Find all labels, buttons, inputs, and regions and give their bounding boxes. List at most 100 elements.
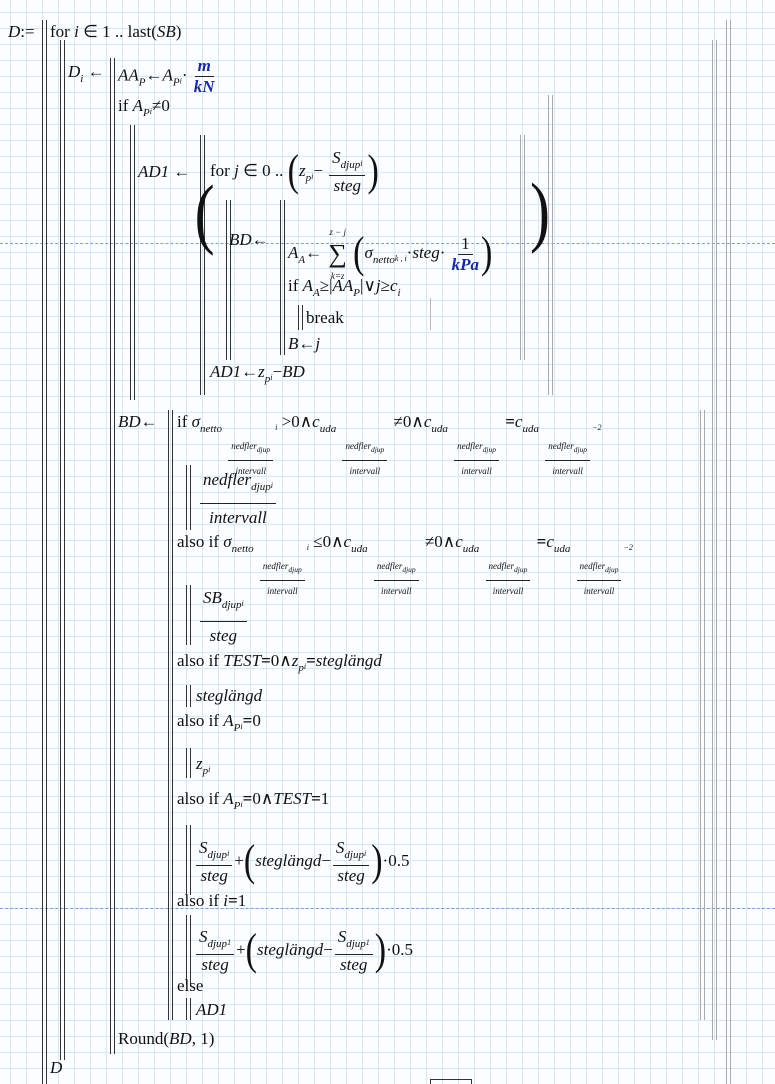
var: steg bbox=[412, 242, 440, 262]
var: z bbox=[196, 754, 203, 773]
op: · bbox=[181, 65, 188, 85]
var: AD1 bbox=[138, 162, 170, 181]
num: 0.5 bbox=[391, 939, 413, 959]
var: i bbox=[223, 891, 229, 910]
sub: −2 bbox=[623, 543, 633, 552]
case4-result[interactable]: zpi bbox=[196, 754, 210, 781]
AD1-assign[interactable]: AD1 ← ( bbox=[138, 162, 215, 252]
definition-D[interactable]: D:= bbox=[8, 22, 35, 42]
op: .. bbox=[274, 160, 284, 180]
var: nedfler bbox=[488, 561, 515, 571]
var: steg bbox=[340, 955, 368, 974]
AD1-result[interactable]: AD1←zpi−BD bbox=[210, 362, 305, 389]
round-line[interactable]: Round(BD, 1) bbox=[118, 1029, 215, 1048]
region-edge bbox=[726, 20, 731, 1084]
kw: for bbox=[210, 160, 230, 180]
sub: P bbox=[233, 722, 241, 734]
var: SB bbox=[203, 588, 222, 607]
kw: also if bbox=[177, 711, 220, 730]
unit: kPa bbox=[451, 254, 480, 274]
program-bar-loop bbox=[60, 40, 65, 1060]
var: j bbox=[375, 276, 381, 295]
sub: i bbox=[360, 159, 363, 168]
sub: P bbox=[353, 287, 361, 299]
var: j bbox=[343, 227, 346, 237]
if-AP-line[interactable]: if APi≠0 bbox=[118, 96, 170, 123]
if-AA-line[interactable]: if AA≥|AAP|∨j≥ci bbox=[288, 276, 401, 303]
num: 0 bbox=[270, 651, 280, 670]
also-if-i-eq-1-line[interactable]: also if i=1 bbox=[177, 891, 246, 911]
op: ≥ bbox=[319, 276, 330, 295]
op: ∧ bbox=[411, 412, 424, 431]
region-edge bbox=[700, 410, 705, 1020]
var: steg bbox=[201, 955, 229, 974]
var: z bbox=[298, 160, 306, 180]
num: 0 bbox=[252, 711, 261, 730]
for-i-line[interactable]: for i ∈ 1 .. last(SB) bbox=[50, 22, 182, 41]
AD1-rparen: ) bbox=[530, 172, 550, 250]
sub: uda bbox=[431, 423, 448, 435]
BD-assign-outer[interactable]: BD← bbox=[118, 412, 158, 432]
op: ← bbox=[145, 65, 163, 85]
sub: i bbox=[306, 543, 309, 552]
else-line[interactable]: else bbox=[177, 976, 203, 996]
break-statement[interactable]: break bbox=[306, 308, 344, 328]
B-assign[interactable]: B←j bbox=[288, 334, 320, 354]
paren: ) bbox=[481, 229, 493, 278]
op: ∧ bbox=[442, 532, 456, 551]
op: − bbox=[272, 362, 283, 381]
region-edge bbox=[712, 40, 717, 1040]
var: nedfler bbox=[457, 441, 483, 451]
op: = bbox=[228, 891, 238, 910]
var: nedfler bbox=[203, 470, 252, 489]
sub: p bbox=[264, 373, 271, 385]
op: ∨ bbox=[363, 276, 376, 295]
sub: djup bbox=[288, 564, 302, 574]
BD-assign-inner[interactable]: BD← bbox=[229, 230, 269, 250]
fn: last bbox=[127, 22, 152, 41]
also-if-AP-zero-line[interactable]: also if APi=0 bbox=[177, 711, 261, 738]
sub: uda bbox=[522, 423, 539, 435]
var: intervall bbox=[461, 465, 492, 476]
sub: uda bbox=[553, 543, 571, 555]
case3-result[interactable]: steglängd bbox=[196, 686, 262, 706]
program-bar-case4 bbox=[186, 748, 191, 778]
var: steglängd bbox=[255, 850, 322, 870]
op: ∧ bbox=[299, 412, 313, 431]
var: c bbox=[343, 532, 352, 551]
var: c bbox=[514, 412, 523, 431]
sub: djup bbox=[346, 938, 366, 950]
program-bar-for-j bbox=[226, 200, 231, 360]
var: D bbox=[68, 62, 81, 81]
also-if-AP-TEST-line[interactable]: also if APi=0∧TEST=1 bbox=[177, 789, 329, 816]
Di-assign[interactable]: Di ← bbox=[68, 62, 105, 89]
else-result[interactable]: AD1 bbox=[196, 1000, 227, 1020]
op: ← bbox=[251, 230, 269, 249]
also-if-TEST-line[interactable]: also if TEST=0∧zpi=steglängd bbox=[177, 651, 382, 678]
op: − bbox=[313, 160, 323, 180]
program-bar-bd-if bbox=[168, 410, 173, 1020]
var: j bbox=[234, 160, 239, 180]
fn: Round bbox=[118, 1029, 164, 1048]
kw: if bbox=[118, 96, 129, 115]
return-D[interactable]: D bbox=[50, 1058, 62, 1078]
sub: P bbox=[172, 76, 180, 89]
var: TEST bbox=[223, 651, 262, 670]
